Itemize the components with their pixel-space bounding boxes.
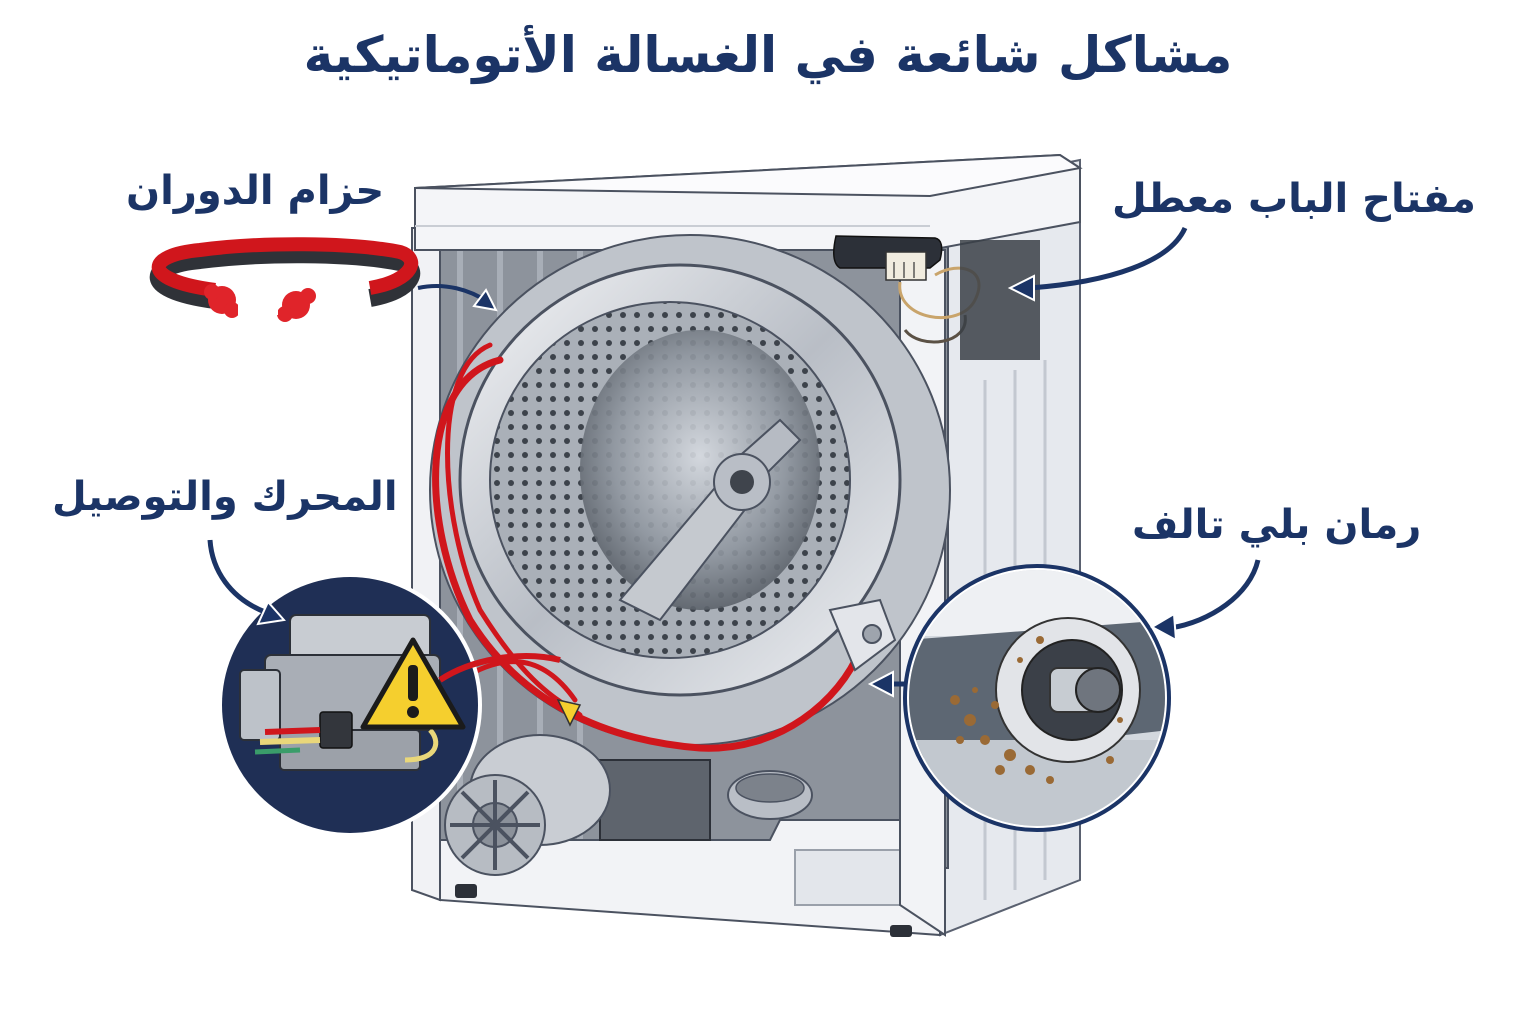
motor-assembly xyxy=(444,734,813,876)
arrow-bearing-to-drum xyxy=(867,670,905,698)
arrow-belt xyxy=(417,283,498,312)
page-title: مشاكل شائعة في الغسالة الأتوماتيكية xyxy=(303,26,1233,84)
drum xyxy=(429,234,951,746)
arrow-bearing xyxy=(1149,559,1261,642)
label-bearing: رمان بلي تالف xyxy=(1132,502,1422,548)
broken-belt-icon xyxy=(149,237,421,322)
arrow-door-lock xyxy=(1007,226,1188,302)
label-door-lock: مفتاح الباب معطل xyxy=(1112,176,1476,222)
arrow-motor xyxy=(207,539,286,626)
label-drive-belt: حزام الدوران xyxy=(126,168,385,214)
label-motor-wiring: المحرك والتوصيل xyxy=(52,474,398,520)
warning-icon xyxy=(360,637,466,730)
bearing-callout xyxy=(903,564,1171,832)
drum-bracket xyxy=(828,598,897,672)
door-lock-module xyxy=(833,235,1040,360)
motor-callout xyxy=(218,573,561,837)
